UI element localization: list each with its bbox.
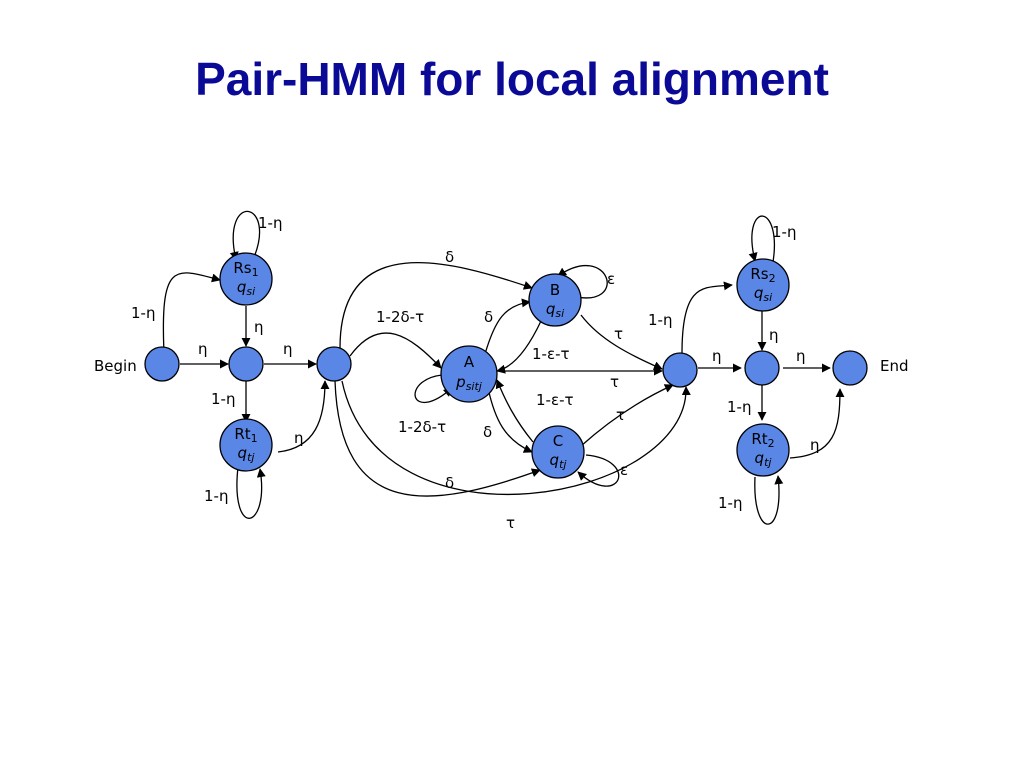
b-emission: qsi: [546, 300, 564, 320]
label-b-a: 1-ε-τ: [532, 345, 570, 363]
edge-b-m3: [580, 314, 663, 370]
label-c-a: 1-ε-τ: [536, 391, 574, 409]
label-c-m3: τ: [616, 406, 625, 424]
edge-m2-a: [349, 332, 442, 369]
label-rt1-m2: η: [294, 429, 304, 447]
begin-label: Begin: [94, 357, 137, 375]
end-state: [832, 350, 868, 386]
label-m4-end: η: [796, 347, 806, 365]
edge-b-self: [557, 264, 608, 299]
edge-rs2-self: [748, 215, 776, 269]
label-rs2-self: 1-η: [772, 223, 796, 241]
edge-m2-c: [334, 380, 541, 497]
edge-m2-m3: [341, 380, 691, 495]
state-rt1: [219, 418, 273, 472]
rt2-emission: qtj: [755, 449, 773, 469]
label-a-self: 1-2δ-τ: [398, 418, 446, 436]
label-begin-m1: η: [198, 340, 208, 358]
label-m3-m4: η: [712, 347, 722, 365]
label-a-m3: τ: [610, 373, 619, 391]
state-rs2: [736, 258, 790, 312]
label-m1-m2: η: [283, 340, 293, 358]
label-rt2-end: η: [810, 436, 820, 454]
label-m4-rt2: 1-η: [727, 398, 751, 416]
rt1-emission: qtj: [238, 444, 256, 464]
c-name: C: [553, 432, 563, 450]
rs1-emission: qsi: [237, 278, 255, 298]
edge-a-b: [484, 298, 531, 355]
edges: [162, 210, 845, 525]
label-a-c: δ: [483, 423, 492, 441]
c-emission: qtj: [550, 451, 568, 471]
end-label: End: [880, 357, 909, 375]
label-m3-rs2: 1-η: [648, 311, 672, 329]
label-rt2-self: 1-η: [718, 494, 742, 512]
rs1-name: Rs1: [233, 259, 258, 279]
edge-rs1-self: [229, 210, 261, 263]
b-name: B: [550, 281, 560, 299]
state-rs1: [219, 252, 273, 306]
label-rs2-m4: η: [769, 326, 779, 344]
state-labels: Rs1 qsi Rt1 qtj A psitj B qsi C qtj Rs2 …: [233, 259, 775, 471]
a-emission: psitj: [455, 373, 483, 393]
label-m2-c: δ: [445, 474, 454, 492]
label-m2-m3: τ: [506, 514, 515, 532]
state-rt2: [736, 423, 790, 477]
label-rt1-self: 1-η: [204, 487, 228, 505]
edge-b-a: [496, 320, 542, 374]
silent-state-2: [316, 346, 352, 382]
silent-state-1: [228, 346, 264, 382]
edge-rt1-self: [236, 466, 266, 519]
edge-c-self: [577, 454, 620, 487]
rt2-name: Rt2: [751, 430, 774, 450]
edge-rt1-m2: [277, 380, 330, 453]
silent-state-4: [744, 350, 780, 386]
state-b: [528, 273, 582, 327]
nodes: [144, 252, 868, 479]
slide-title: Pair-HMM for local alignment: [195, 53, 829, 105]
edge-begin-rs1: [162, 272, 221, 354]
rt1-name: Rt1: [234, 425, 257, 445]
edge-m3-rs2: [681, 281, 733, 354]
edge-rt2-end: [789, 388, 845, 459]
state-c: [531, 425, 585, 479]
label-rs1-self: 1-η: [258, 214, 282, 232]
label-begin-rs1: 1-η: [131, 304, 155, 322]
rs2-name: Rs2: [750, 265, 775, 285]
label-m2-a: 1-2δ-τ: [376, 308, 424, 326]
a-name: A: [464, 353, 475, 371]
edge-c-a: [495, 379, 534, 443]
label-a-b: δ: [484, 308, 493, 326]
label-m2-b: δ: [445, 248, 454, 266]
begin-state: [144, 346, 180, 382]
rs2-emission: qsi: [754, 284, 772, 304]
edge-a-self: [414, 374, 453, 404]
label-c-self: ε: [620, 461, 628, 479]
edge-a-c: [487, 387, 533, 453]
edge-rt2-self: [754, 475, 784, 525]
silent-state-3: [662, 352, 698, 388]
state-a: [440, 345, 498, 403]
label-b-self: ε: [607, 270, 615, 288]
label-m1-rt1: 1-η: [211, 390, 235, 408]
edge-m2-b: [339, 262, 533, 349]
edge-c-m3: [580, 384, 674, 447]
label-rs1-m1: η: [254, 318, 264, 336]
label-b-m3: τ: [614, 325, 623, 343]
edge-labels: Begin End 1-η 1-η η η η 1-η η 1-η δ 1-2δ…: [94, 214, 909, 532]
